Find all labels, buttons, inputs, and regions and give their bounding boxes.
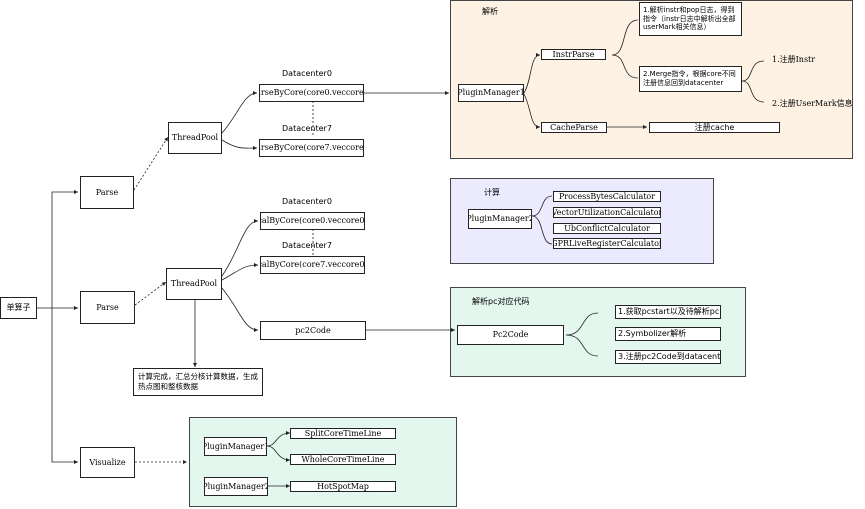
register-cache: 注册cache	[649, 122, 780, 133]
process-bytes-calculator: ProcessBytesCalculator	[553, 191, 661, 202]
whole-core-timeline: WholeCoreTimeLine	[290, 454, 396, 465]
plugin-manager1-vis: PluginManager1	[204, 437, 267, 456]
pc-step1: 1.获取pcstart以及待解析pc	[615, 305, 721, 319]
datacenter7-calc-label: Datacenter7	[282, 241, 332, 250]
parse-step2: 2.Merge指令，根据core不同注册信息回到datacenter	[639, 66, 742, 92]
calc-region-title: 计算	[484, 188, 500, 197]
gpr-live-register-calculator: GPRLiveRegisterCalculator	[553, 238, 661, 249]
datacenter7-parse-label: Datacenter7	[282, 124, 332, 133]
split-core-timeline: SplitCoreTimeLine	[290, 428, 396, 439]
plugin-manager2-calc: PluginManager2	[468, 209, 532, 229]
vector-utilization-calculator: VectorUtilizationCalculator	[553, 207, 661, 218]
pc-step2: 2.Symbolizer解析	[615, 327, 721, 341]
plugin-manager1-parse: PluginManager1	[458, 84, 524, 102]
cal-by-core7: calByCore(core7.veccore0)	[260, 256, 365, 274]
calc-parse-node: Parse	[80, 291, 135, 324]
summary-note: 计算完成，汇总分核计算数据，生成热点图和整核数据	[133, 368, 263, 396]
parse-node: Parse	[80, 176, 134, 209]
pc2code-plugin: Pc2Code	[457, 325, 564, 345]
datacenter0-calc-label: Datacenter0	[282, 197, 332, 206]
register-usermark: 2.注册UserMark信息	[772, 99, 853, 108]
instr-parse: InstrParse	[541, 49, 606, 60]
parse-by-core0: ParseByCore(core0.veccore0)	[259, 84, 364, 102]
plugin-manager2-vis: PluginManager2	[204, 477, 268, 496]
hotspot-map: HotSpotMap	[290, 481, 396, 492]
visualize-node: Visualize	[80, 447, 135, 478]
ub-conflict-calculator: UbConflictCalculator	[553, 223, 661, 234]
cache-parse: CacheParse	[541, 122, 607, 133]
pc-step3: 3.注册pc2Code到datacenter	[615, 350, 721, 364]
parse-by-core7: ParseByCore(core7.veccore0)	[259, 139, 364, 157]
register-instr: 1.注册Instr	[772, 55, 816, 64]
threadpool-calc: ThreadPool	[166, 268, 222, 300]
threadpool-parse: ThreadPool	[168, 122, 222, 154]
datacenter0-parse-label: Datacenter0	[282, 69, 332, 78]
root-node: 单算子	[0, 297, 37, 319]
pc-region-title: 解析pc对应代码	[472, 297, 530, 306]
parse-region-title: 解析	[482, 7, 498, 16]
parse-step1: 1.解析instr和pop日志，得到指令（instr日志中解析出全部userMa…	[639, 2, 742, 36]
cal-by-core0: calByCore(core0.veccore0)	[260, 212, 365, 230]
pc2code-node: pc2Code	[260, 321, 366, 340]
